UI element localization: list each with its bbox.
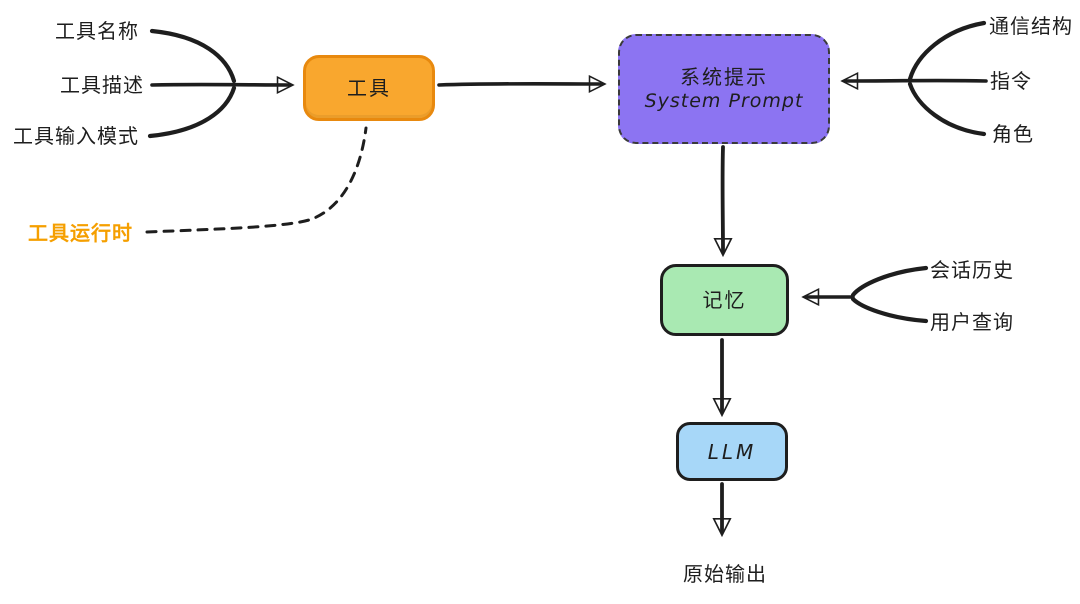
edge-user-query-curve bbox=[850, 296, 929, 324]
edge-tool-schema-curve bbox=[147, 85, 237, 139]
node-system-prompt-label-zh: 系统提示 bbox=[680, 65, 768, 89]
node-llm-label: LLM bbox=[707, 439, 757, 464]
node-llm: LLM bbox=[676, 422, 788, 481]
edge-session-history-curve bbox=[850, 265, 929, 298]
edge-tool-name-curve bbox=[149, 28, 237, 84]
label-communication-structure: 通信结构 bbox=[989, 14, 1073, 38]
node-memory-label: 记忆 bbox=[702, 288, 747, 312]
node-system-prompt-label-en: System Prompt bbox=[644, 90, 804, 112]
label-tool-input-schema: 工具输入模式 bbox=[13, 124, 139, 148]
node-tool-label: 工具 bbox=[347, 76, 391, 100]
label-tool-name: 工具名称 bbox=[55, 19, 139, 43]
label-raw-output: 原始输出 bbox=[683, 562, 767, 586]
edge-comm-structure-curve bbox=[907, 20, 987, 82]
node-system-prompt: 系统提示 System Prompt bbox=[618, 34, 830, 144]
edge-role-curve bbox=[907, 81, 987, 137]
label-user-query: 用户查询 bbox=[930, 310, 1014, 334]
label-session-history: 会话历史 bbox=[930, 258, 1014, 282]
label-instruction: 指令 bbox=[990, 69, 1032, 93]
edge-tool-runtime-dashed bbox=[145, 126, 368, 234]
node-tool: 工具 bbox=[303, 55, 435, 121]
label-tool-description: 工具描述 bbox=[60, 73, 144, 97]
node-memory: 记忆 bbox=[660, 264, 789, 336]
label-tool-runtime: 工具运行时 bbox=[28, 221, 133, 245]
edge-tool-to-prompt-arrow bbox=[437, 84, 602, 85]
label-role: 角色 bbox=[992, 122, 1034, 146]
